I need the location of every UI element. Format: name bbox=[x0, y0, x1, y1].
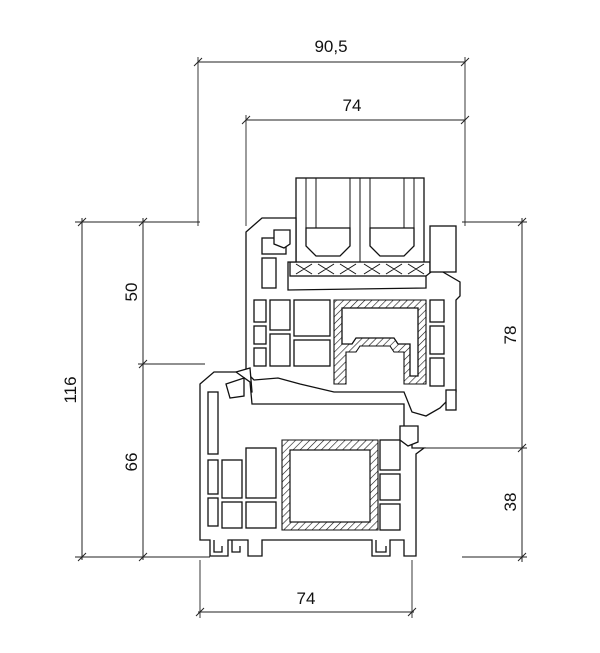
label-left-upper: 50 bbox=[122, 283, 141, 302]
label-left-total: 116 bbox=[61, 376, 80, 403]
label-right-upper: 78 bbox=[501, 326, 520, 345]
spacer-left bbox=[305, 227, 351, 257]
dimension-ticks bbox=[77, 57, 527, 617]
dimension-lines bbox=[75, 57, 527, 618]
glazing-unit bbox=[289, 177, 431, 277]
label-right-lower: 38 bbox=[501, 493, 520, 512]
spacer-right bbox=[369, 227, 415, 257]
label-top-sash: 74 bbox=[343, 96, 362, 115]
label-bottom-frame: 74 bbox=[297, 589, 316, 608]
sash-profile bbox=[235, 217, 461, 417]
label-top-overall: 90,5 bbox=[314, 37, 347, 56]
frame-profile bbox=[199, 371, 426, 557]
dimension-labels: 90,5 74 74 116 50 66 78 38 bbox=[61, 37, 520, 608]
label-left-lower: 66 bbox=[122, 453, 141, 472]
